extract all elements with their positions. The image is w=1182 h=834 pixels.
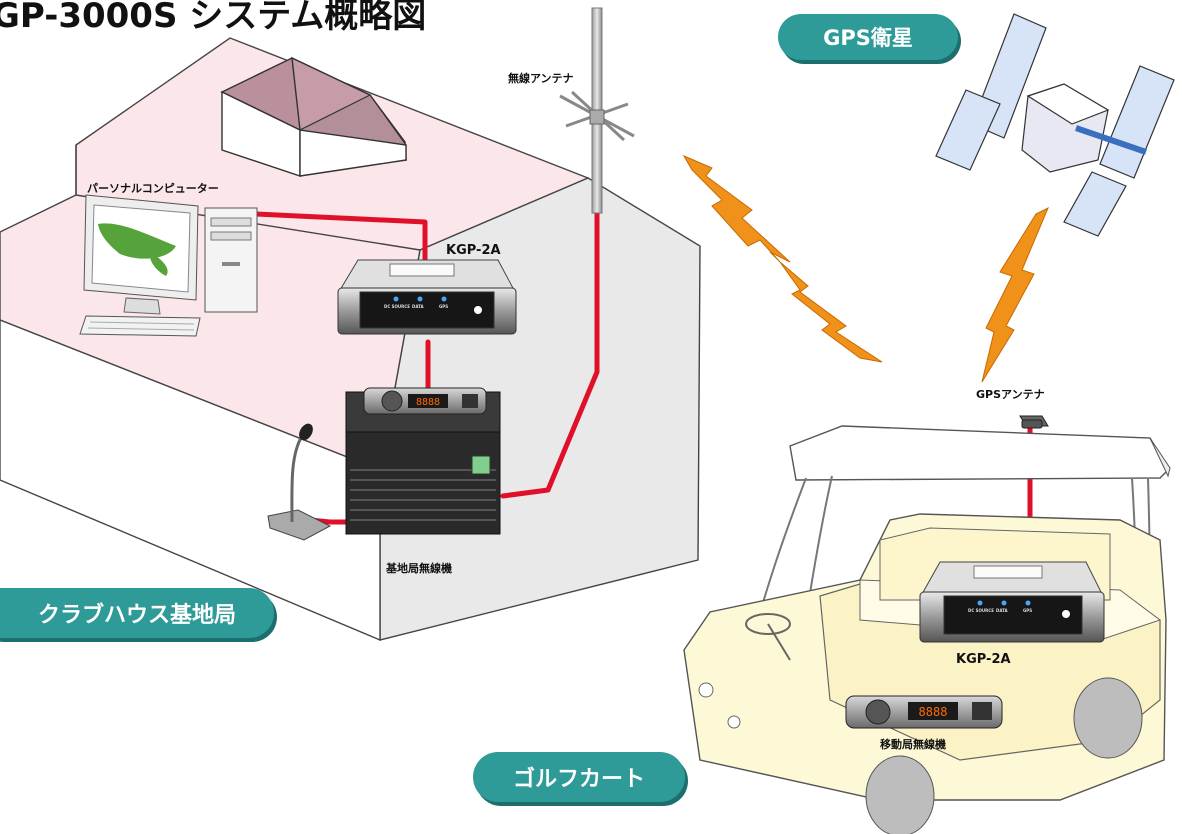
cart-led-gps-label: GPS <box>1023 608 1033 613</box>
kgp-base-unit <box>337 259 517 335</box>
cart-led-dc-label: DC SOURCE <box>968 608 994 613</box>
kgp-cart-unit <box>919 561 1105 643</box>
personal-computer-icon <box>79 194 258 337</box>
mobile-radio-unit: 8888 <box>845 695 1003 729</box>
gps-antenna-icon <box>1019 415 1049 429</box>
gps-satellite-badge: GPS衛星 <box>778 14 958 60</box>
small-house-icon <box>220 56 407 177</box>
kgp-base-label: KGP-2A <box>446 243 501 258</box>
cart-led-data-label: DATA <box>996 608 1008 613</box>
kgp-cart-label: KGP-2A <box>956 652 1011 667</box>
clubhouse-base-badge: クラブハウス基地局 <box>0 588 274 638</box>
pc-kgp-cable <box>253 211 428 267</box>
microphone-icon <box>267 423 332 541</box>
base-led-gps-label: GPS <box>439 304 449 309</box>
radio-antenna-label: 無線アンテナ <box>508 72 574 85</box>
base-radio-display: 8888 <box>416 397 440 408</box>
lightning-signal-icons <box>682 154 1049 383</box>
steering-wheel-icon <box>745 613 791 661</box>
diagram-title: GP-3000S システム概略図 <box>0 0 427 36</box>
base-led-dc-label: DC SOURCE <box>384 304 410 309</box>
gps-satellite-icon <box>935 13 1175 237</box>
antenna-radio-cable <box>500 207 600 499</box>
base-radio-label: 基地局無線機 <box>386 562 452 575</box>
base-led-data-label: DATA <box>412 304 424 309</box>
base-radio-unit: 8888 <box>345 387 501 535</box>
mobile-radio-label: 移動局無線機 <box>880 738 946 751</box>
golf-cart-badge: ゴルフカート <box>473 752 685 802</box>
radio-antenna-icon <box>559 7 635 214</box>
personal-computer-label: パーソナルコンピューター <box>87 182 219 195</box>
mobile-radio-display: 8888 <box>919 705 948 719</box>
rear-wheel-icon <box>1073 677 1143 759</box>
gps-antenna-label: GPSアンテナ <box>976 388 1045 401</box>
front-wheel-icon <box>865 755 935 834</box>
